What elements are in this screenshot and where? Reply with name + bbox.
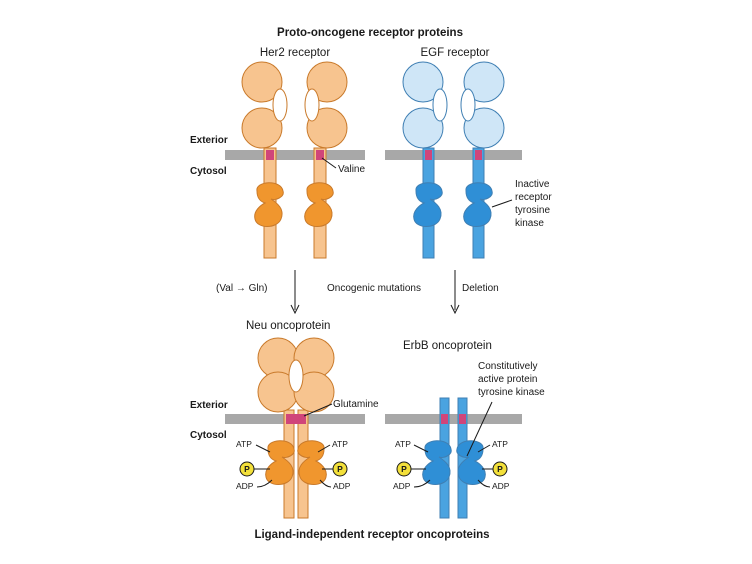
neu-oncoprotein bbox=[257, 337, 335, 519]
neu-atp-right: ATP bbox=[332, 439, 348, 449]
inactive-kinase-label: Inactive receptor tyrosine kinase bbox=[515, 179, 554, 229]
erbb-oncoprotein-label: ErbB oncoprotein bbox=[403, 340, 492, 352]
neu-phosphate-left-label: P bbox=[244, 464, 250, 474]
erbb-atp-left-arrow bbox=[413, 444, 429, 453]
glutamine-pointer bbox=[303, 403, 333, 417]
membrane-top-right bbox=[385, 150, 522, 160]
inactive-kinase-pointer bbox=[491, 199, 513, 208]
valine-label: Valine bbox=[338, 164, 365, 175]
oncogenic-mutations-label: Oncogenic mutations bbox=[327, 283, 421, 294]
erbb-atp-right-arrow bbox=[477, 444, 491, 453]
erbb-oncoprotein bbox=[422, 397, 486, 519]
neu-adp-right-arrow bbox=[319, 479, 332, 488]
her2-receptor-label: Her2 receptor bbox=[260, 47, 330, 59]
egf-receptor-left bbox=[402, 61, 448, 259]
neu-adp-right: ADP bbox=[333, 481, 351, 491]
val-gln-label: (Val → Gln) bbox=[216, 283, 268, 294]
exterior-label-bottom: Exterior bbox=[190, 400, 228, 411]
erbb-adp-left-arrow bbox=[413, 479, 431, 488]
erbb-atp-right: ATP bbox=[492, 439, 508, 449]
neu-atp-left: ATP bbox=[236, 439, 252, 449]
cytosol-label-top: Cytosol bbox=[190, 166, 227, 177]
erbb-adp-right-arrow bbox=[477, 479, 491, 488]
membrane-top-left bbox=[225, 150, 365, 160]
neu-oncoprotein-label: Neu oncoprotein bbox=[246, 320, 330, 332]
membrane-bottom-right bbox=[385, 414, 522, 424]
cytosol-label-bottom: Cytosol bbox=[190, 430, 227, 441]
active-kinase-pointer bbox=[466, 401, 493, 457]
neu-atp-right-arrow bbox=[317, 444, 331, 453]
erbb-atp-left: ATP bbox=[395, 439, 411, 449]
erbb-adp-left: ADP bbox=[393, 481, 411, 491]
diagram-footer: Ligand-independent receptor oncoproteins bbox=[254, 529, 489, 541]
her2-receptor-right bbox=[304, 61, 348, 259]
neu-adp-left: ADP bbox=[236, 481, 254, 491]
egf-receptor-right bbox=[460, 61, 505, 259]
exterior-label-top: Exterior bbox=[190, 135, 228, 146]
active-kinase-label: Constitutively active protein tyrosine k… bbox=[478, 361, 545, 398]
egf-receptor-label: EGF receptor bbox=[420, 47, 489, 59]
neu-atp-left-arrow bbox=[255, 444, 271, 453]
glutamine-label: Glutamine bbox=[333, 399, 379, 410]
neu-phosphate-right-label: P bbox=[337, 464, 343, 474]
her2-receptor-left bbox=[241, 61, 288, 259]
deletion-label: Deletion bbox=[462, 283, 499, 294]
erbb-phosphate-left-label: P bbox=[401, 464, 407, 474]
erbb-adp-right: ADP bbox=[492, 481, 510, 491]
valine-pointer bbox=[321, 157, 337, 169]
diagram-title: Proto-oncogene receptor proteins bbox=[277, 27, 463, 39]
erbb-phosphate-right-label: P bbox=[497, 464, 503, 474]
neu-adp-left-arrow bbox=[256, 479, 273, 488]
